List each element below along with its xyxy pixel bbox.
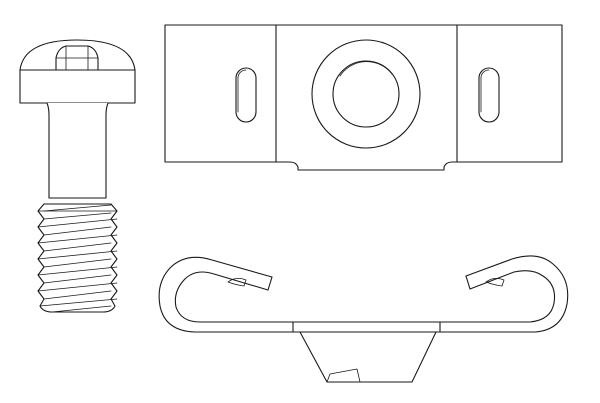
screw-thread <box>37 203 118 313</box>
right-detent <box>485 278 505 287</box>
left-detent <box>227 278 247 287</box>
slotted-pan-head-screw <box>19 39 136 313</box>
right-mounting-slot <box>478 67 500 123</box>
nut-boss-inner <box>332 60 400 128</box>
screw-shank <box>46 102 109 199</box>
screw-head <box>19 39 136 104</box>
screw-slot <box>55 45 99 71</box>
spring-clip-outer-band <box>158 255 569 333</box>
nut-boss-outer <box>311 39 421 149</box>
clip-nut-body <box>299 331 437 383</box>
spring-clip-inner-band <box>174 270 556 323</box>
floating-nut-retainer-plate <box>164 24 563 171</box>
spring-clip-retainer <box>158 255 569 383</box>
left-mounting-slot <box>235 67 257 123</box>
